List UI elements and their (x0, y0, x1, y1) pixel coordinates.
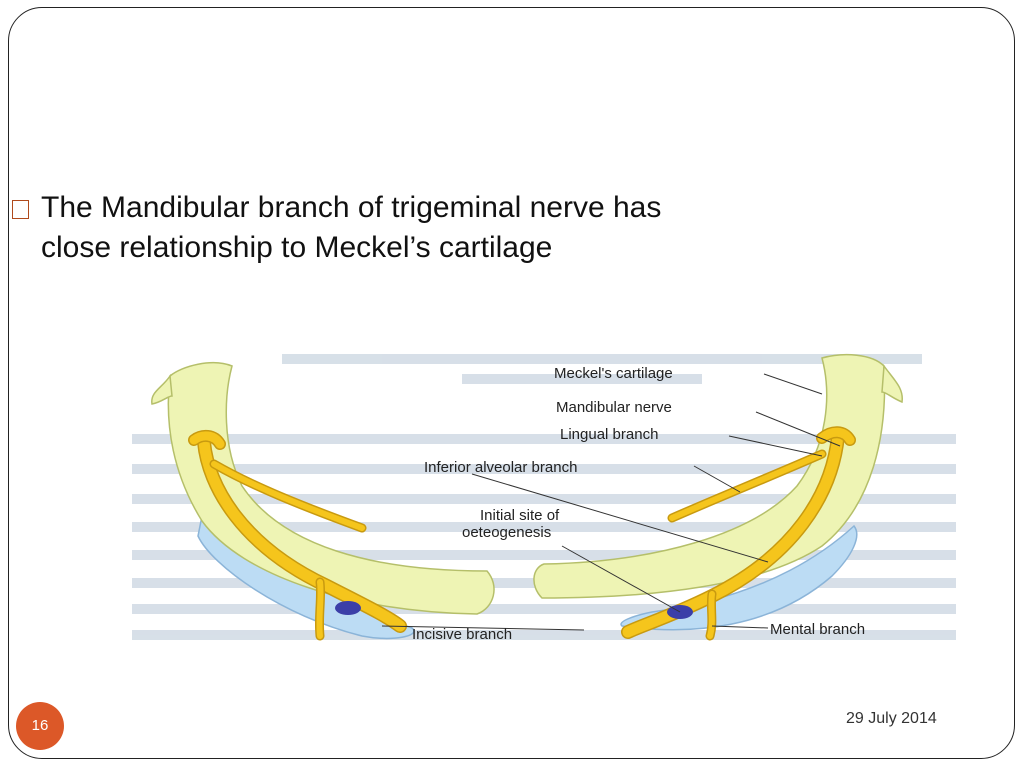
label-initial-site-line2: oeteogenesis (462, 524, 551, 541)
bullet-text: The Mandibular branch of trigeminal nerv… (41, 188, 891, 268)
right-cartilage-hook (881, 363, 903, 404)
meckels-cartilage-diagram: Meckel's cartilage Mandibular nerve Ling… (132, 353, 956, 643)
left-meckels-cartilage (167, 362, 495, 615)
leader-lines (381, 373, 841, 631)
left-cartilage-hook (151, 373, 173, 405)
bullet-text-line-1: The Mandibular branch of trigeminal nerv… (41, 191, 662, 224)
label-incisive-branch: Incisive branch (412, 626, 512, 643)
bullet-marker (12, 200, 29, 219)
label-initial-site-line1: Initial site of (480, 507, 560, 524)
label-mandibular-nerve: Mandibular nerve (556, 399, 672, 416)
right-nerve (621, 426, 856, 641)
label-meckels-cartilage: Meckel's cartilage (554, 365, 673, 382)
left-ossification-site (335, 601, 361, 615)
left-nerve (188, 429, 407, 641)
label-lingual-branch: Lingual branch (560, 426, 658, 443)
label-inferior-alveolar-branch: Inferior alveolar branch (424, 459, 577, 476)
slide-date: 29 July 2014 (846, 710, 937, 727)
page-number-badge: 16 (16, 702, 64, 750)
label-mental-branch: Mental branch (770, 621, 865, 638)
bullet-text-line-2: close relationship to Meckel’s cartilage (41, 231, 553, 264)
